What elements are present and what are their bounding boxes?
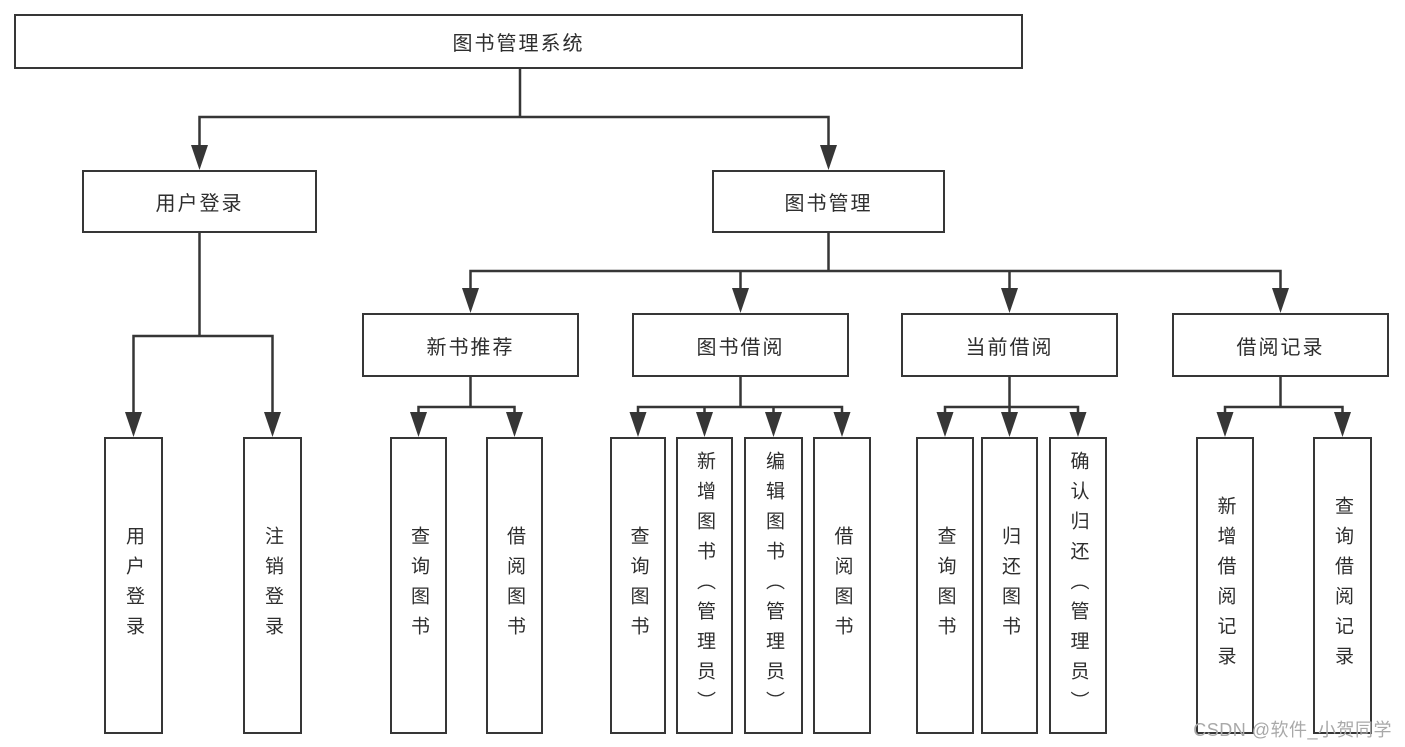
node-label: 当前借阅 (965, 336, 1054, 359)
node-current-borrowing: 当前借阅 (901, 313, 1118, 377)
node-user-login: 用户登录 (82, 170, 317, 233)
leaf-recommend-query-books: 查询图书 (390, 437, 447, 734)
node-label: 图书管理系统 (452, 33, 585, 55)
node-label: 编辑图书（管理员） (763, 450, 784, 721)
node-borrowing-records: 借阅记录 (1172, 313, 1389, 377)
node-new-book-recommend: 新书推荐 (362, 313, 579, 377)
node-label: 查询图书 (934, 525, 956, 646)
csdn-watermark: CSDN @软件_小贺同学 (1193, 720, 1392, 740)
leaf-records-add-record: 新增借阅记录 (1196, 437, 1254, 734)
node-book-borrowing: 图书借阅 (632, 313, 849, 377)
leaf-current-return-books: 归还图书 (981, 437, 1038, 734)
node-label: 借阅记录 (1236, 336, 1325, 359)
node-book-management: 图书管理 (712, 170, 945, 233)
node-label: 注销登录 (262, 525, 283, 646)
node-label: 新增图书（管理员） (694, 450, 715, 721)
node-label: 借阅图书 (831, 525, 853, 646)
node-label: 归还图书 (999, 525, 1020, 646)
node-label: 查询借阅记录 (1332, 495, 1353, 676)
node-label: 查询图书 (408, 525, 429, 646)
leaf-borrowing-add-books-admin: 新增图书（管理员） (676, 437, 733, 734)
arrowhead-icons (125, 145, 1351, 437)
leaf-borrowing-edit-books-admin: 编辑图书（管理员） (744, 437, 803, 734)
node-label: 图书管理 (784, 193, 873, 215)
leaf-logout: 注销登录 (243, 437, 302, 734)
node-label: 新增借阅记录 (1214, 495, 1236, 676)
node-label: 图书借阅 (696, 336, 785, 359)
leaf-borrowing-borrow-books: 借阅图书 (813, 437, 871, 734)
leaf-records-query-record: 查询借阅记录 (1313, 437, 1372, 734)
leaf-user-login: 用户登录 (104, 437, 163, 734)
node-label: 用户登录 (123, 525, 144, 646)
node-label: 查询图书 (627, 525, 649, 646)
connector-paths (132, 69, 1344, 413)
node-label: 确认归还（管理员） (1067, 450, 1089, 721)
leaf-borrowing-query-books: 查询图书 (610, 437, 666, 734)
node-root-library-system: 图书管理系统 (14, 14, 1023, 69)
node-label: 用户登录 (155, 193, 244, 215)
node-label: 借阅图书 (504, 525, 525, 646)
leaf-recommend-borrow-books: 借阅图书 (486, 437, 543, 734)
node-label: 新书推荐 (426, 336, 515, 359)
leaf-current-query-books: 查询图书 (916, 437, 974, 734)
leaf-current-confirm-return-admin: 确认归还（管理员） (1049, 437, 1107, 734)
